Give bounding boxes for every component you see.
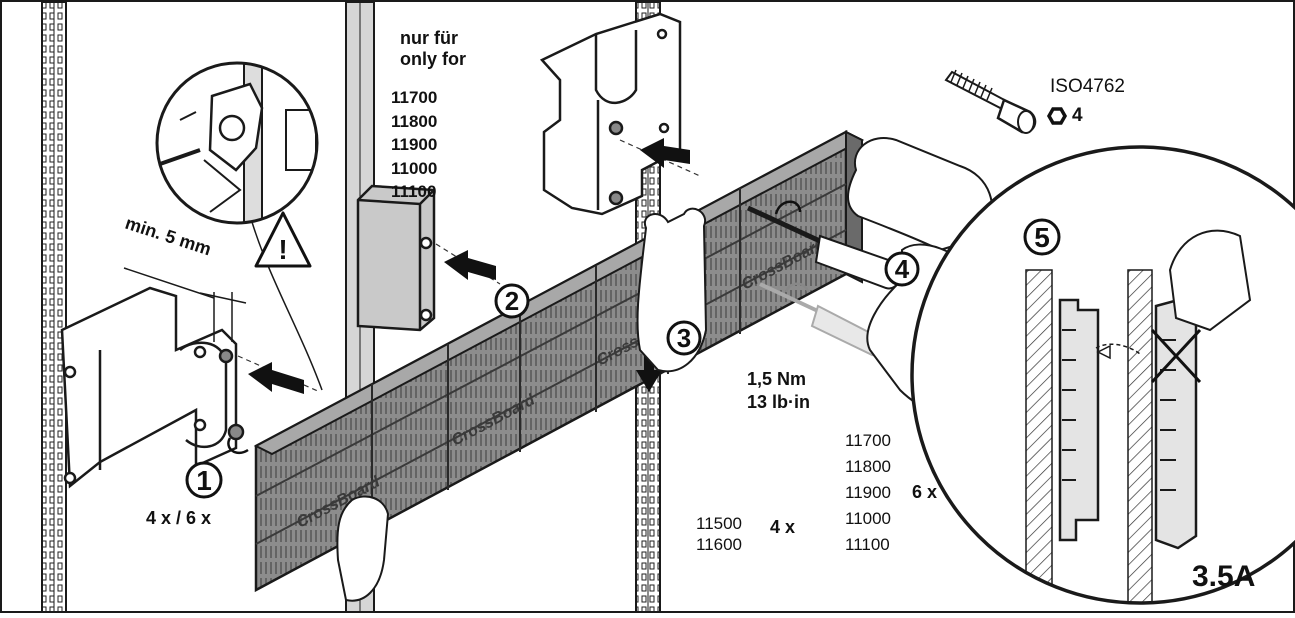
only-for-english: only for [400,49,466,69]
variant-list-6x: 11700 11800 11900 11000 11100 [845,428,891,558]
arrow-step3-down [636,352,662,392]
inset-detail [910,145,1295,605]
step-marker-1: 1 [185,461,223,499]
screw-icon [944,69,1037,134]
zoom-detail [155,61,323,391]
hex-key-icon [1046,107,1068,125]
only-for-german: nur für [400,28,458,48]
variant-number: 11100 [845,535,890,554]
variant-number: 11700 [845,431,892,450]
arrow-step2 [444,250,496,280]
quantity-6x: 6 x [912,482,938,502]
variant-list-4x: 11500 11600 [696,513,742,555]
variant-list-top: 11700 11800 11900 11000 11100 [391,86,437,204]
upper-right-bracket [539,12,682,216]
warning-icon: ! [254,211,312,268]
left-rail [41,1,67,613]
variant-number: 11800 [845,457,892,476]
variant-number: 11800 [391,111,438,131]
variant-number: 11600 [696,535,743,554]
variant-number: 11900 [391,135,438,154]
svg-text:2: 2 [505,286,519,316]
step-marker-5: 5 [1023,218,1061,256]
variant-number: 11000 [391,158,438,178]
variant-number: 11000 [845,509,892,528]
step-marker-2: 2 [494,283,530,319]
arrow-step1 [248,362,304,394]
rotation-marks [227,200,810,455]
left-bracket [60,286,245,489]
variant-number: 11900 [845,483,892,502]
variant-number: 11100 [391,182,437,201]
torque-nm: 1,5 Nm [747,369,807,389]
min-distance-label: min. 5 mm [123,213,214,260]
svg-text:5: 5 [1034,222,1050,253]
step-marker-4: 4 [884,251,920,287]
figure-number: 3.5A [1192,560,1256,593]
hex-key-size: 4 [1072,105,1083,126]
step-marker-3: 3 [666,320,702,356]
torque-spec: 1,5 Nm 13 lb·in [747,368,810,414]
spacer-block [356,184,436,332]
min-distance-dimension [123,267,247,342]
torque-lbin: 13 lb·in [747,392,811,412]
screw-standard-label: ISO4762 [1050,76,1125,97]
variant-number: 11500 [696,514,743,533]
only-for-label: nur für only for [400,28,466,70]
svg-text:3: 3 [677,323,691,353]
svg-text:1: 1 [196,465,212,496]
arrow-upper-bracket [640,138,690,168]
push-arrows [248,138,690,394]
svg-text:4: 4 [895,254,910,284]
quantity-4x: 4 x [770,517,796,537]
step1-quantity: 4 x / 6 x [146,508,212,528]
variant-number: 11700 [391,88,438,107]
svg-text:!: ! [278,234,287,265]
